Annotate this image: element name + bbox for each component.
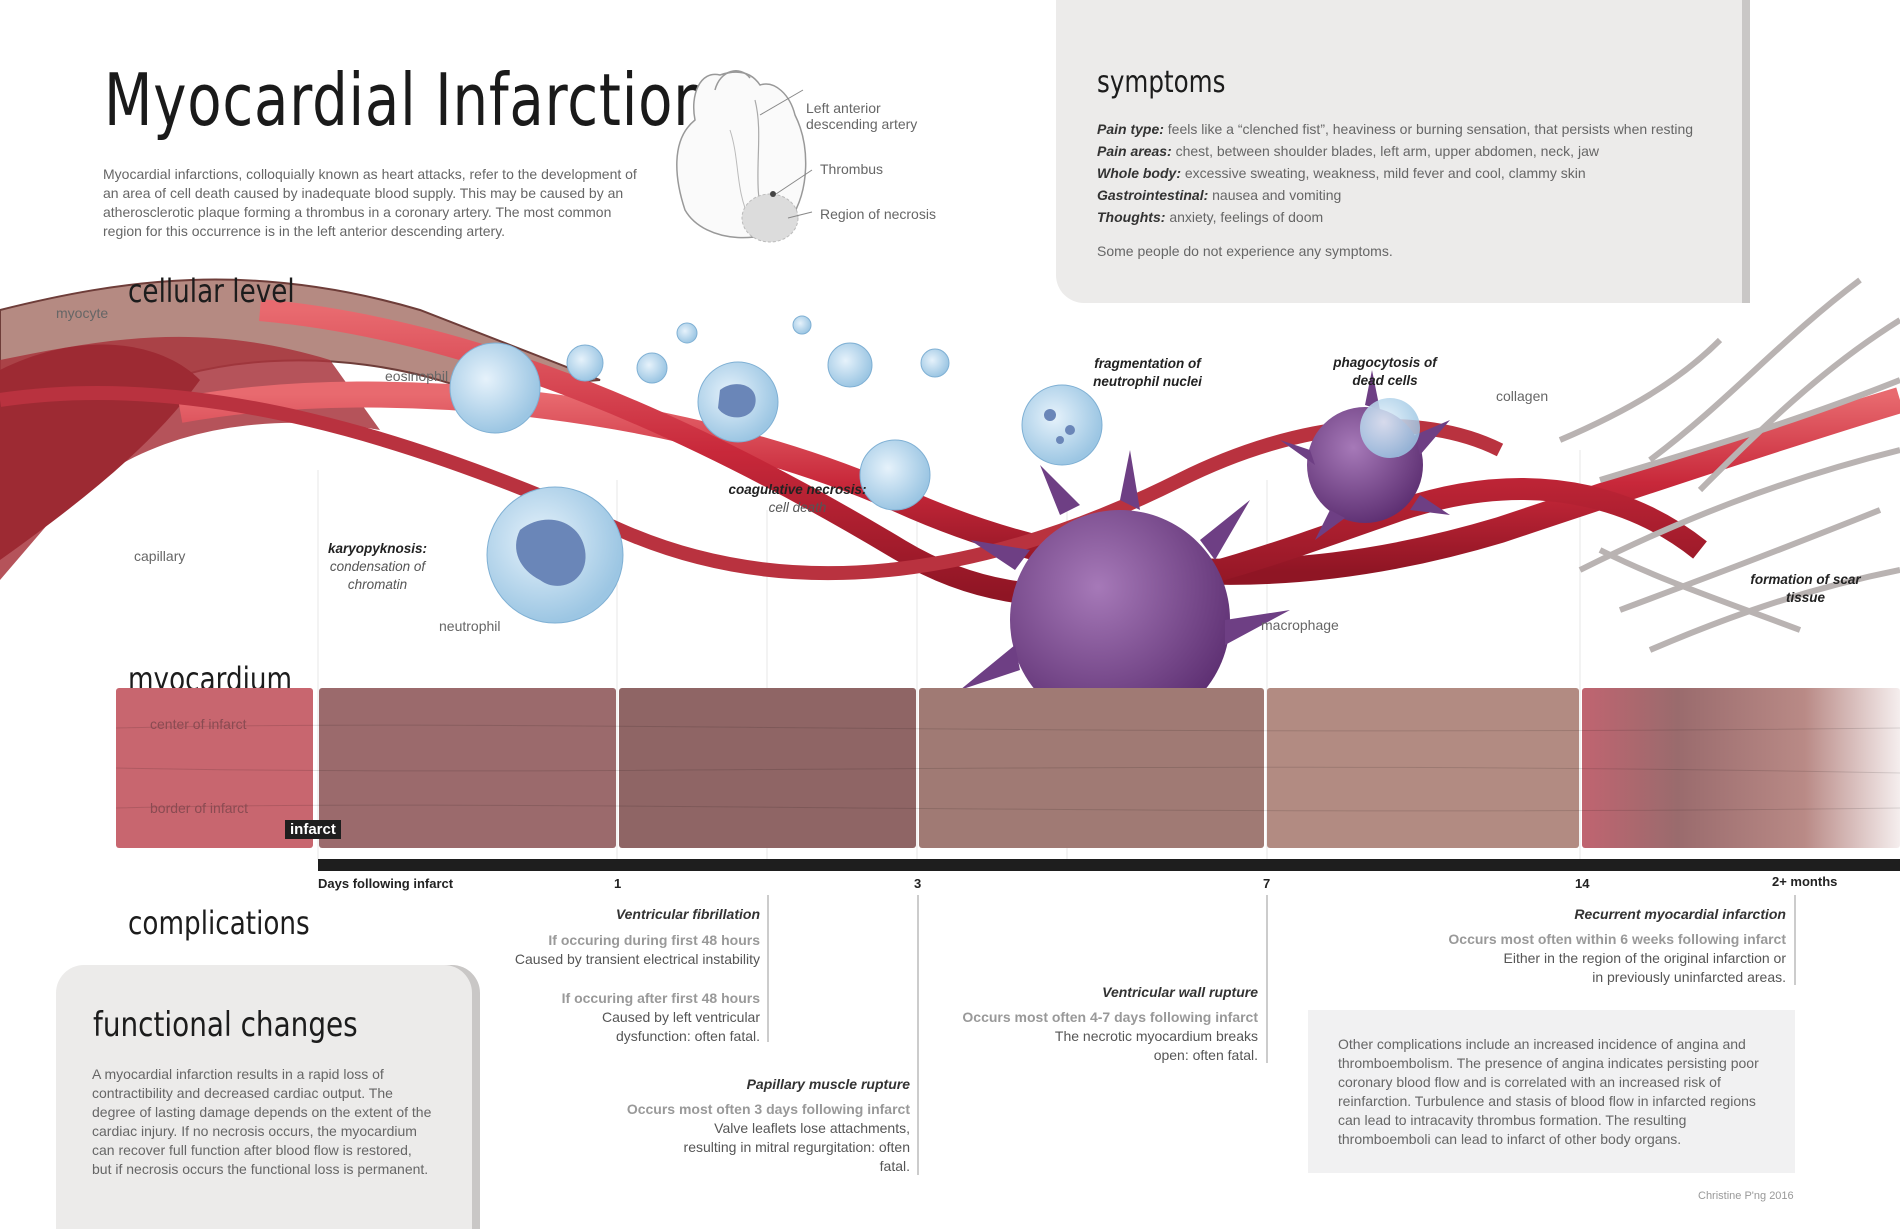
symptom-item: Pain areas: chest, between shoulder blad… bbox=[1097, 143, 1599, 159]
symptom-item: Gastrointestinal: nausea and vomiting bbox=[1097, 187, 1342, 203]
tick-label: 2+ months bbox=[1772, 874, 1838, 889]
page-title: Myocardial Infarction bbox=[104, 58, 710, 142]
necrosis-label: Region of necrosis bbox=[820, 206, 936, 222]
tissue-segment bbox=[1582, 688, 1900, 848]
complication-recurrent-infarction: Recurrent myocardial infarction Occurs m… bbox=[1448, 906, 1786, 985]
symptom-item: Whole body: excessive sweating, weakness… bbox=[1097, 165, 1586, 181]
complications-heading: complications bbox=[128, 904, 310, 942]
other-complications-box: Other complications include an increased… bbox=[1308, 1010, 1795, 1173]
symptoms-panel bbox=[1056, 0, 1742, 303]
fragmentation-label: fragmentation of neutrophil nuclei bbox=[1093, 356, 1202, 389]
functional-text: A myocardial infarction results in a rap… bbox=[92, 1066, 432, 1177]
functional-heading: functional changes bbox=[93, 1005, 358, 1045]
eosinophil-label: eosinophil bbox=[385, 368, 449, 384]
timeline-connector bbox=[767, 895, 769, 1042]
complication-wall-rupture: Ventricular wall rupture Occurs most oft… bbox=[962, 984, 1258, 1063]
collagen-label: collagen bbox=[1496, 388, 1549, 404]
myocardium-strip bbox=[116, 688, 1900, 848]
macrophage-cell bbox=[960, 450, 1290, 790]
symptoms-note: Some people do not experience any sympto… bbox=[1097, 243, 1393, 259]
neutrophil-cell-3 bbox=[859, 439, 931, 511]
eosinophil-cell bbox=[449, 342, 541, 434]
tissue-segment bbox=[116, 688, 313, 848]
capillary-3 bbox=[0, 385, 1504, 581]
fragmenting-neutrophil bbox=[1021, 384, 1103, 466]
timeline-connector bbox=[917, 895, 919, 1175]
timeline-axis bbox=[318, 859, 1900, 871]
tissue-segment bbox=[1267, 688, 1579, 848]
tick-label: 7 bbox=[1263, 876, 1271, 891]
myocyte-label: myocyte bbox=[56, 305, 109, 321]
symptom-item: Thoughts: anxiety, feelings of doom bbox=[1097, 209, 1324, 225]
timeline-connector bbox=[1266, 895, 1268, 1063]
coagulative-necrosis-label: coagulative necrosis:cell death bbox=[728, 482, 867, 515]
complication-ventricular-fibrillation: Ventricular fibrillation If occuring dur… bbox=[514, 906, 760, 1044]
heart-diagram-icon bbox=[676, 70, 813, 243]
tissue-segment bbox=[919, 688, 1264, 848]
karyopyknosis-label: karyopyknosis:condensation of chromatin bbox=[327, 541, 428, 592]
border-infarct-label: border of infarct bbox=[150, 800, 249, 816]
timeline-connector bbox=[1794, 895, 1796, 985]
intro-text: Myocardial infarctions, colloquially kno… bbox=[103, 166, 637, 239]
collagen-fibres bbox=[1558, 277, 1900, 653]
complication-papillary-rupture: Papillary muscle rupture Occurs most oft… bbox=[626, 1076, 910, 1174]
macrophage-label: macrophage bbox=[1261, 617, 1339, 633]
symptoms-list: Pain type: feels like a “clenched fist”,… bbox=[1097, 118, 1737, 228]
phagocyte-cell bbox=[1280, 370, 1450, 540]
cellular-heading: cellular level bbox=[128, 272, 295, 310]
tissue-segment bbox=[319, 688, 616, 848]
tick-label: 3 bbox=[914, 876, 922, 891]
tick-label: 1 bbox=[614, 876, 622, 891]
scar-label: formation of scar tissue bbox=[1750, 572, 1861, 605]
tick-label: 14 bbox=[1575, 876, 1590, 891]
symptom-item: Pain type: feels like a “clenched fist”,… bbox=[1097, 121, 1694, 137]
credit: Christine P'ng 2016 bbox=[1698, 1190, 1794, 1202]
thrombus-label: Thrombus bbox=[820, 161, 884, 177]
tissue-segment bbox=[619, 688, 916, 848]
lad-label: Left anterior descending artery bbox=[806, 100, 918, 132]
functional-panel bbox=[56, 965, 472, 1229]
capillary-label: capillary bbox=[134, 548, 186, 564]
timeline-start-label: Days following infarct bbox=[318, 876, 454, 891]
center-infarct-label: center of infarct bbox=[150, 716, 247, 732]
symptoms-heading: symptoms bbox=[1097, 65, 1226, 100]
infarct-marker: infarct bbox=[285, 820, 341, 839]
neutrophil-label: neutrophil bbox=[439, 618, 501, 634]
phagocytosis-label: phagocytosis of dead cells bbox=[1333, 355, 1437, 388]
